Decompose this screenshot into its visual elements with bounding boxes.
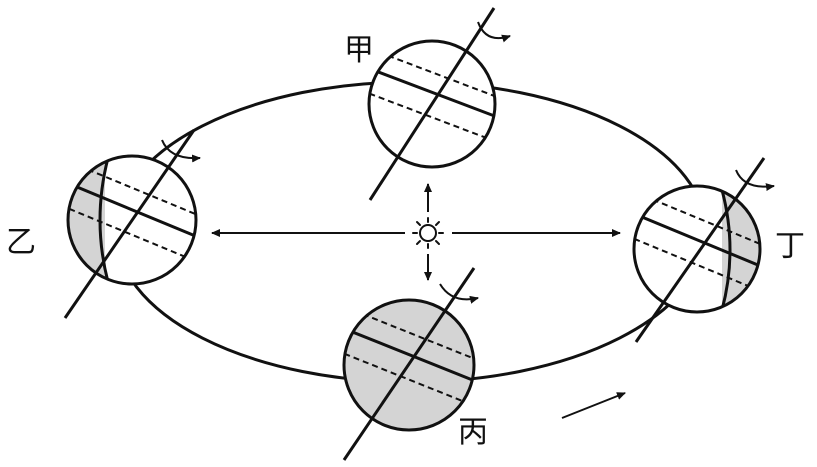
earth-yi [63,129,201,319]
earth-axis [634,157,766,343]
rotation-arrow [477,21,511,43]
sun-rays-arrows [211,183,621,281]
rotation-arrow [161,139,201,163]
revolution-direction-arrow [561,392,626,419]
earth-axis [368,7,496,201]
rotation-arrow [439,283,479,304]
rotation-arrow [735,169,775,192]
earth-jia [367,7,511,201]
earth-axis [63,129,196,319]
label-ding: 丁 [775,229,805,264]
label-bing: 丙 [458,415,488,450]
label-jia: 甲 [344,33,374,68]
earth-axis [342,267,476,461]
earth-ding [632,157,775,343]
earth-bing [342,267,479,461]
sun-icon [412,217,444,249]
label-yi: 乙 [6,225,36,260]
